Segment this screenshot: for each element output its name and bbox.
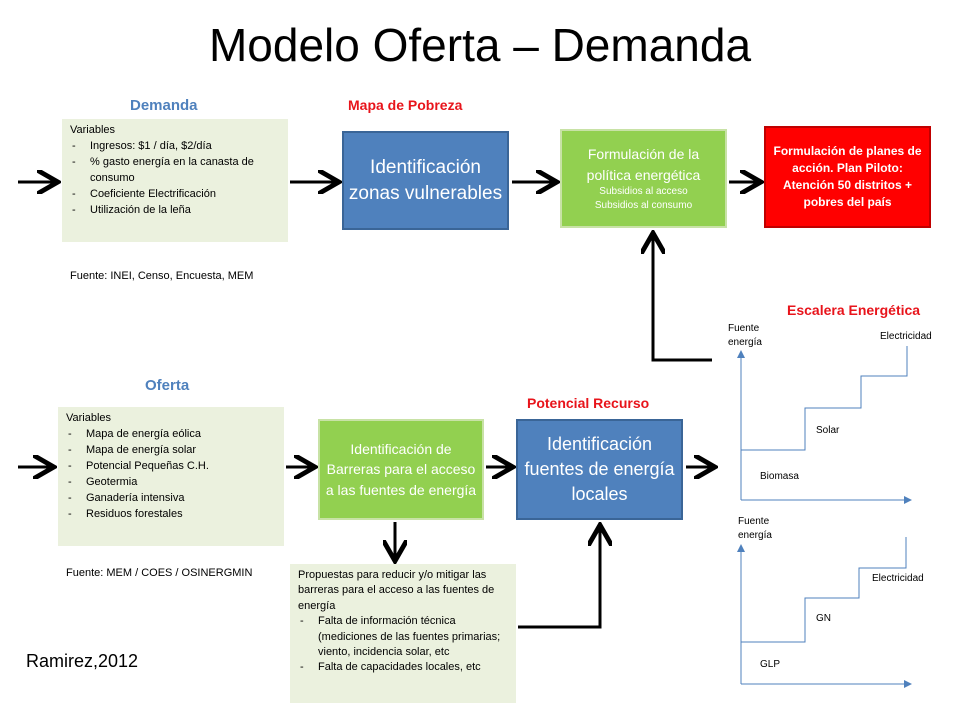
demanda-variables-list: Ingresos: $1 / día, $2/día % gasto energ…	[70, 139, 280, 219]
list-item: Utilización de la leña	[70, 203, 280, 219]
oferta-source: Fuente: MEM / COES / OSINERGMIN	[66, 567, 253, 579]
chart2-step-1: GLP	[760, 659, 781, 670]
list-item: Ingresos: $1 / día, $2/día	[70, 139, 280, 155]
demanda-variables-title: Variables	[70, 124, 116, 136]
arrow-propuestas-to-fuentes	[518, 528, 600, 629]
list-item: Coeficiente Electrificación	[70, 187, 280, 203]
chart2-y-axis-arrowhead	[737, 544, 745, 552]
formulacion-planes-text: Formulación de planes de acción. Plan Pi…	[773, 144, 922, 209]
chart1-step-2: Solar	[816, 425, 840, 436]
list-item: Residuos forestales	[66, 507, 276, 523]
list-item: Geotermia	[66, 475, 276, 491]
list-item: Falta de información técnica (mediciones…	[298, 614, 508, 660]
list-item: Ganadería intensiva	[66, 491, 276, 507]
chart2-x-axis-arrowhead	[904, 680, 912, 688]
page-title: Modelo Oferta – Demanda	[208, 19, 752, 71]
chart1-x-axis-arrowhead	[904, 496, 912, 504]
chart1-axis-label: Fuente energía	[728, 323, 762, 348]
chart2-axis-label: Fuente energía	[738, 516, 772, 541]
barreras-box: Identificación de Barreras para el acces…	[318, 419, 484, 520]
subsidios-consumo: Subsidios al consumo	[594, 199, 693, 211]
chart2-step-2: GN	[816, 613, 831, 624]
zonas-vulnerables-text: Identificación zonas vulnerables	[348, 156, 503, 204]
zonas-vulnerables-box: Identificación zonas vulnerables	[342, 131, 509, 230]
fuentes-locales-text: Identificación fuentes de energía locale…	[524, 433, 675, 505]
chart2-stairs	[741, 537, 907, 643]
formulacion-planes-box: Formulación de planes de acción. Plan Pi…	[764, 126, 931, 228]
fuentes-locales-box: Identificación fuentes de energía locale…	[516, 419, 683, 520]
demanda-source: Fuente: INEI, Censo, Encuesta, MEM	[70, 270, 254, 282]
chart1-stairs	[741, 346, 908, 451]
propuestas-box: Propuestas para reducir y/o mitigar las …	[290, 564, 516, 703]
propuestas-intro: Propuestas para reducir y/o mitigar las …	[298, 569, 495, 612]
escalera-label: Escalera Energética	[787, 302, 921, 318]
demanda-variables-box: Variables Ingresos: $1 / día, $2/día % g…	[62, 119, 288, 242]
oferta-label: Oferta	[145, 377, 190, 394]
list-item: Mapa de energía eólica	[66, 427, 276, 443]
subsidios-acceso: Subsidios al acceso	[599, 185, 688, 197]
barreras-text: Identificación de Barreras para el acces…	[325, 441, 477, 498]
list-item: Potencial Pequeñas C.H.	[66, 459, 276, 475]
oferta-variables-box: Variables Mapa de energía eólica Mapa de…	[58, 407, 284, 546]
list-item: Falta de capacidades locales, etc	[298, 660, 508, 676]
demanda-label: Demanda	[130, 97, 198, 114]
list-item: Mapa de energía solar	[66, 443, 276, 459]
chart2-step-3: Electricidad	[872, 573, 924, 584]
chart1-y-axis-arrowhead	[737, 350, 745, 358]
potencial-label: Potencial Recurso	[527, 395, 650, 411]
mapa-pobreza-label: Mapa de Pobreza	[348, 97, 463, 113]
formulacion-politica-box: Formulación de la política energética Su…	[560, 129, 727, 228]
chart1-step-1: Biomasa	[760, 471, 799, 482]
arrow-escalera-to-politica	[653, 236, 712, 362]
oferta-variables-list: Mapa de energía eólica Mapa de energía s…	[66, 427, 276, 523]
oferta-variables-title: Variables	[66, 412, 112, 424]
propuestas-list: Falta de información técnica (mediciones…	[298, 614, 508, 676]
credit: Ramirez,2012	[26, 651, 139, 671]
list-item: % gasto energía en la canasta de consumo	[70, 155, 280, 187]
chart1-step-3: Electricidad	[880, 331, 932, 342]
formulacion-politica-title: Formulación de la política energética	[586, 146, 701, 183]
